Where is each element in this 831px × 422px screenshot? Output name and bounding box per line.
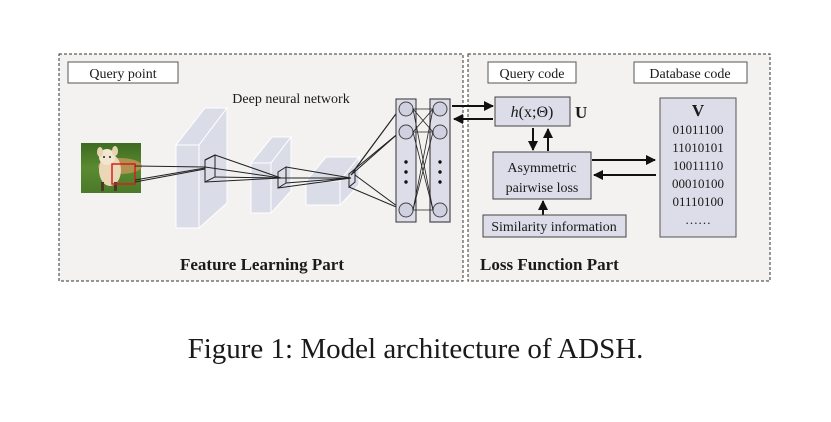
query-image	[81, 143, 142, 193]
network-label: Deep neural network	[232, 92, 349, 107]
database-code-box	[633, 61, 748, 84]
database-box	[659, 97, 737, 238]
database-code-row: 11010101	[672, 140, 724, 155]
database-code-row: 00010100	[672, 176, 724, 191]
database-code-row: 01011100	[672, 122, 723, 137]
query-code-label: Query code	[500, 67, 565, 82]
hash-function-label: h(x;Θ)	[511, 104, 554, 121]
similarity-label: Similarity information	[491, 220, 617, 235]
loss-label-line2: pairwise loss	[506, 181, 579, 196]
database-code-label: Database code	[649, 67, 730, 82]
query-code-box	[487, 61, 577, 84]
fc-connections	[412, 108, 434, 211]
architecture-diagram: Query point Deep neural network	[58, 53, 771, 282]
similarity-box	[482, 214, 627, 238]
feature-learning-title: Feature Learning Part	[180, 255, 344, 274]
hash-function-box	[494, 96, 571, 127]
database-title: V	[692, 101, 705, 120]
loss-label-line1: Asymmetric	[507, 161, 576, 176]
loss-box	[492, 151, 592, 200]
fc-layer-1	[395, 98, 417, 223]
figure-caption: Figure 1: Model architecture of ADSH.	[187, 333, 644, 365]
database-codes: 01011100 11010101 10011110 00010100 01110100…	[672, 122, 724, 227]
query-point-label: Query point	[89, 67, 156, 82]
u-label: U	[575, 103, 587, 122]
fc-layer-2	[429, 98, 451, 223]
receptive-field-box	[111, 163, 136, 185]
database-code-row: 10011110	[673, 158, 724, 173]
projection-lines	[134, 106, 402, 210]
database-code-row: 01110100	[672, 194, 723, 209]
database-code-row: ……	[685, 212, 711, 227]
loss-function-title: Loss Function Part	[480, 255, 619, 274]
query-point-box	[67, 61, 179, 84]
